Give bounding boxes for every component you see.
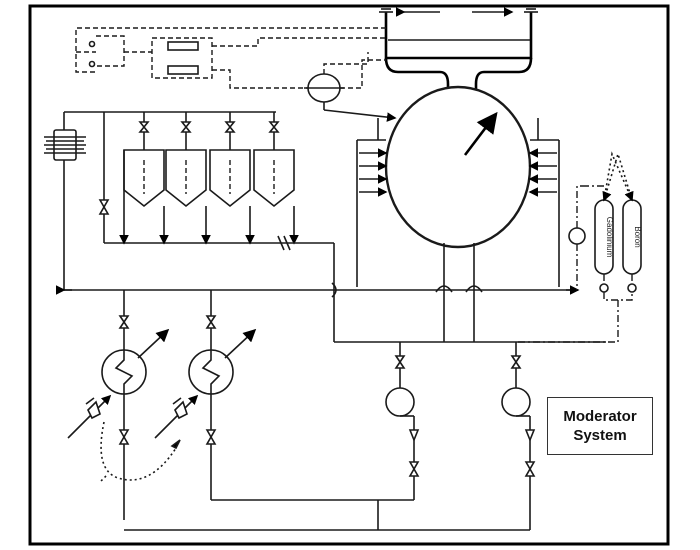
- calandria-inlets: [356, 118, 560, 287]
- relief-unit: [304, 52, 397, 122]
- calandria-vessel: [384, 85, 532, 249]
- boron-tank-label: Boron: [633, 226, 642, 247]
- pump-1: [385, 342, 420, 500]
- system-title-line2: System: [573, 427, 627, 444]
- diagram-frame: [28, 4, 670, 546]
- ion-exchange-columns: [44, 111, 335, 342]
- system-title-box: Moderator System: [547, 397, 653, 455]
- head-tank-standpipes: [384, 57, 533, 92]
- bottom-piping: [124, 499, 530, 531]
- head-tank: [379, 7, 538, 60]
- heat-exchanger-2: [154, 290, 257, 500]
- pump-2: [501, 342, 536, 530]
- main-return-header: [56, 282, 606, 343]
- cover-gas-circuit: [75, 27, 386, 89]
- calandria-outlet-pipes: [435, 243, 483, 342]
- gadolinium-tank-label: Gadolinium: [605, 217, 614, 258]
- heat-exchanger-1: [67, 290, 170, 520]
- poison-addition-system: Gadolinium Boron: [516, 151, 642, 343]
- system-title-line1: Moderator: [563, 408, 637, 425]
- control-signal-arcs: [99, 421, 181, 483]
